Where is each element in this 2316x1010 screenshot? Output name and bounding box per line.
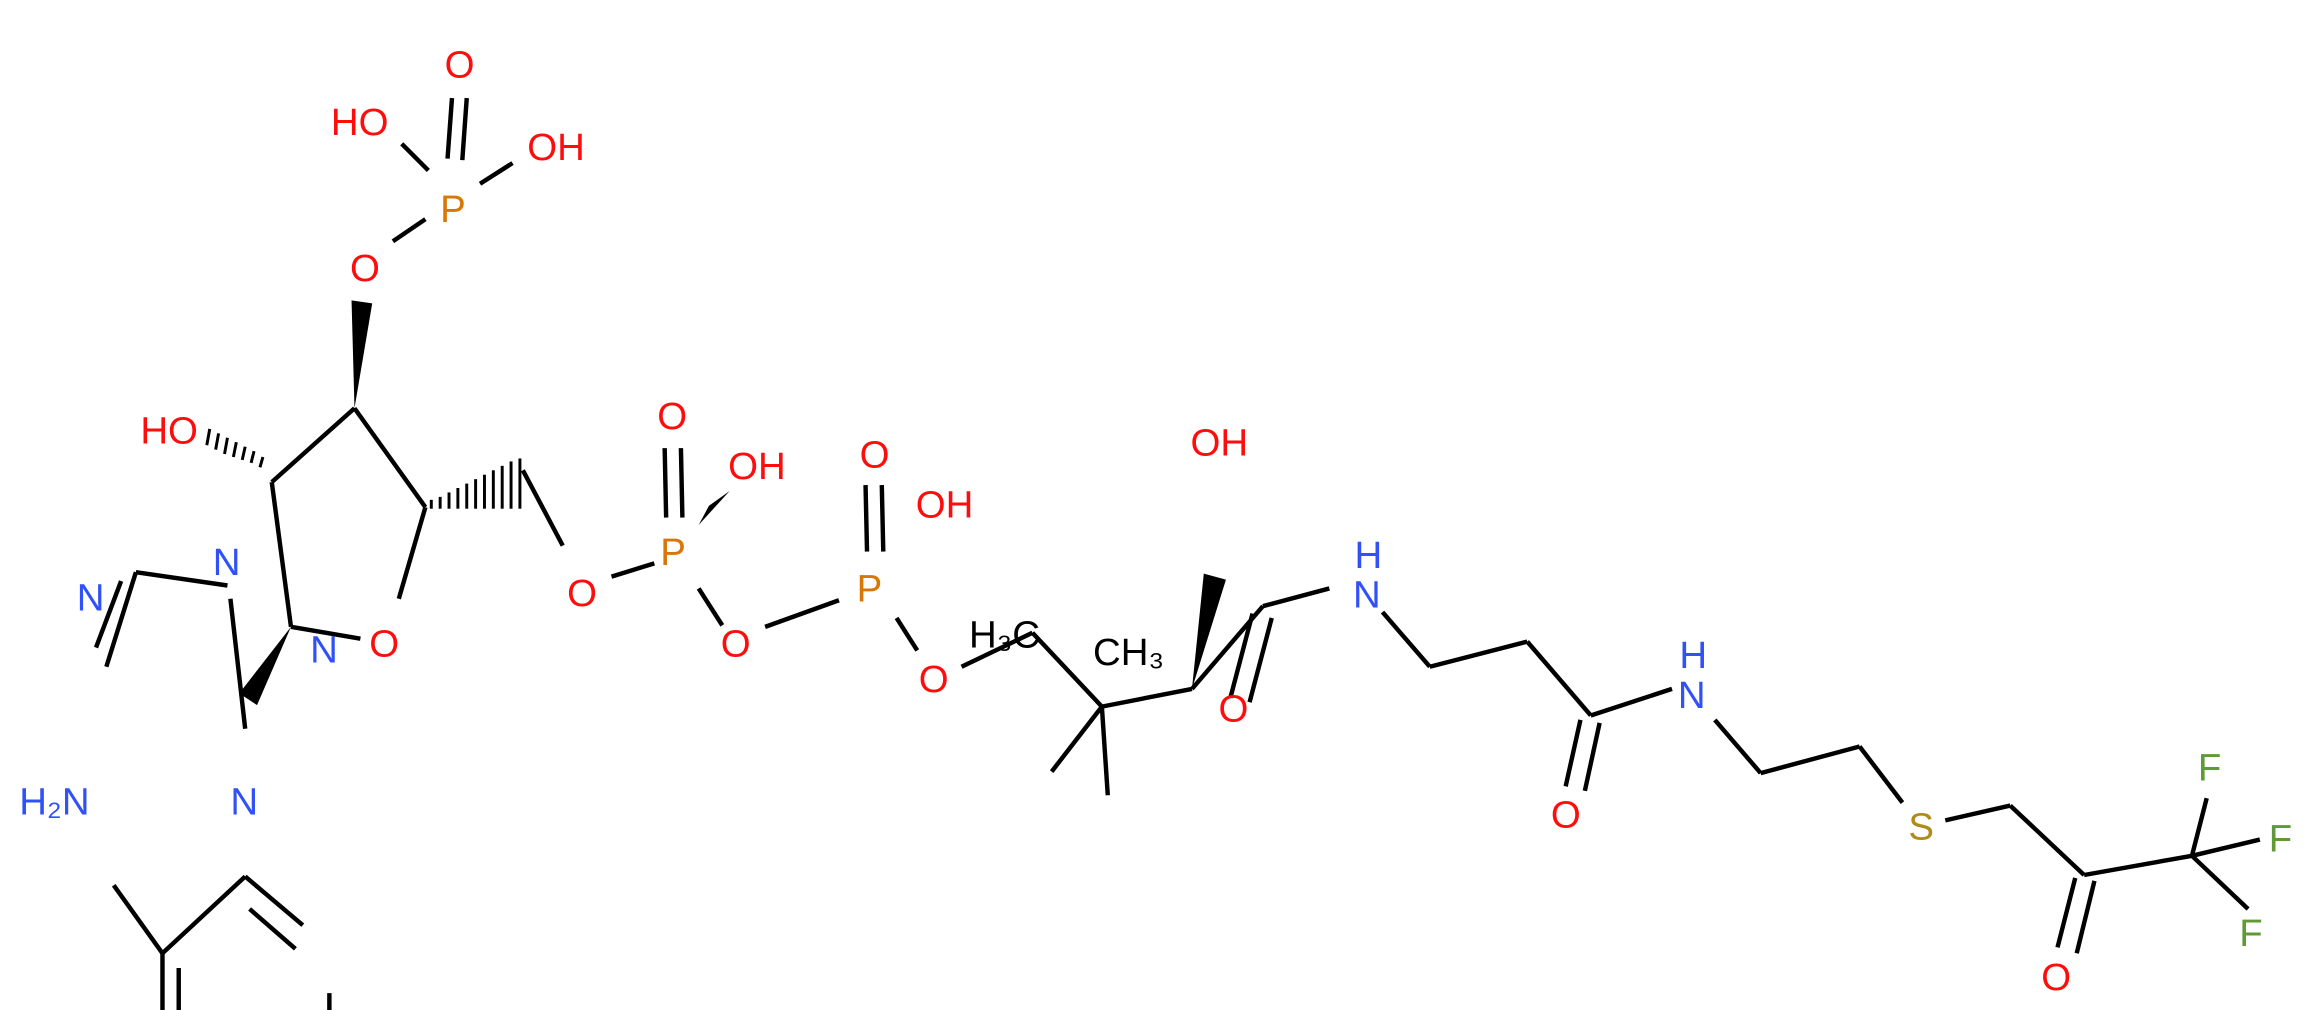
atom-p: P: [660, 531, 686, 574]
atom-f: F: [2239, 912, 2262, 955]
atom-h: H: [1354, 534, 1382, 577]
atom-ho: HO: [331, 101, 389, 144]
atom-oh: OH: [728, 445, 786, 488]
ribose-ring: HO O: [140, 300, 565, 706]
atom-n: N: [1353, 574, 1381, 617]
atom-o: O: [445, 43, 475, 86]
atom-f: F: [2269, 817, 2292, 860]
atom-o: O: [2041, 956, 2071, 999]
atom-o: O: [1551, 794, 1581, 837]
atom-n3: N: [310, 628, 338, 671]
atom-o: O: [1219, 687, 1249, 730]
atom-n9: N: [213, 541, 241, 584]
atom-ho: HO: [140, 410, 198, 453]
atom-o-ring: O: [369, 622, 399, 665]
adenine: N N N N H₂N: [19, 541, 338, 1010]
atom-n7: N: [77, 577, 105, 620]
atom-n: N: [1678, 674, 1706, 717]
diphosphate: O O OH P O O OH P O: [567, 395, 973, 701]
atom-p: P: [857, 568, 883, 611]
methyl-h3c: H₃C: [969, 614, 1040, 657]
atom-f: F: [2198, 746, 2221, 789]
atom-o: O: [657, 395, 687, 438]
thioether-tail: S O F F F: [1713, 718, 2292, 999]
atom-o: O: [350, 247, 380, 290]
atom-p: P: [440, 188, 466, 231]
atom-h: H: [1679, 634, 1707, 677]
atom-o-bridge: O: [721, 622, 751, 665]
atom-n1: N: [230, 780, 258, 823]
atom-oh: OH: [1190, 422, 1248, 465]
atom-oh: OH: [527, 126, 585, 169]
atom-o: O: [860, 433, 890, 476]
atom-o: O: [919, 658, 949, 701]
phosphate-3prime: O HO OH P O: [331, 43, 585, 290]
methyl-ch3: CH₃: [1093, 631, 1164, 674]
atom-o5: O: [567, 572, 597, 615]
atom-nh2: H₂N: [19, 780, 89, 823]
atom-s: S: [1908, 806, 1934, 849]
atom-oh: OH: [916, 484, 974, 527]
pantothenate: OH H₃C CH₃ O H N O H N: [960, 422, 1707, 837]
